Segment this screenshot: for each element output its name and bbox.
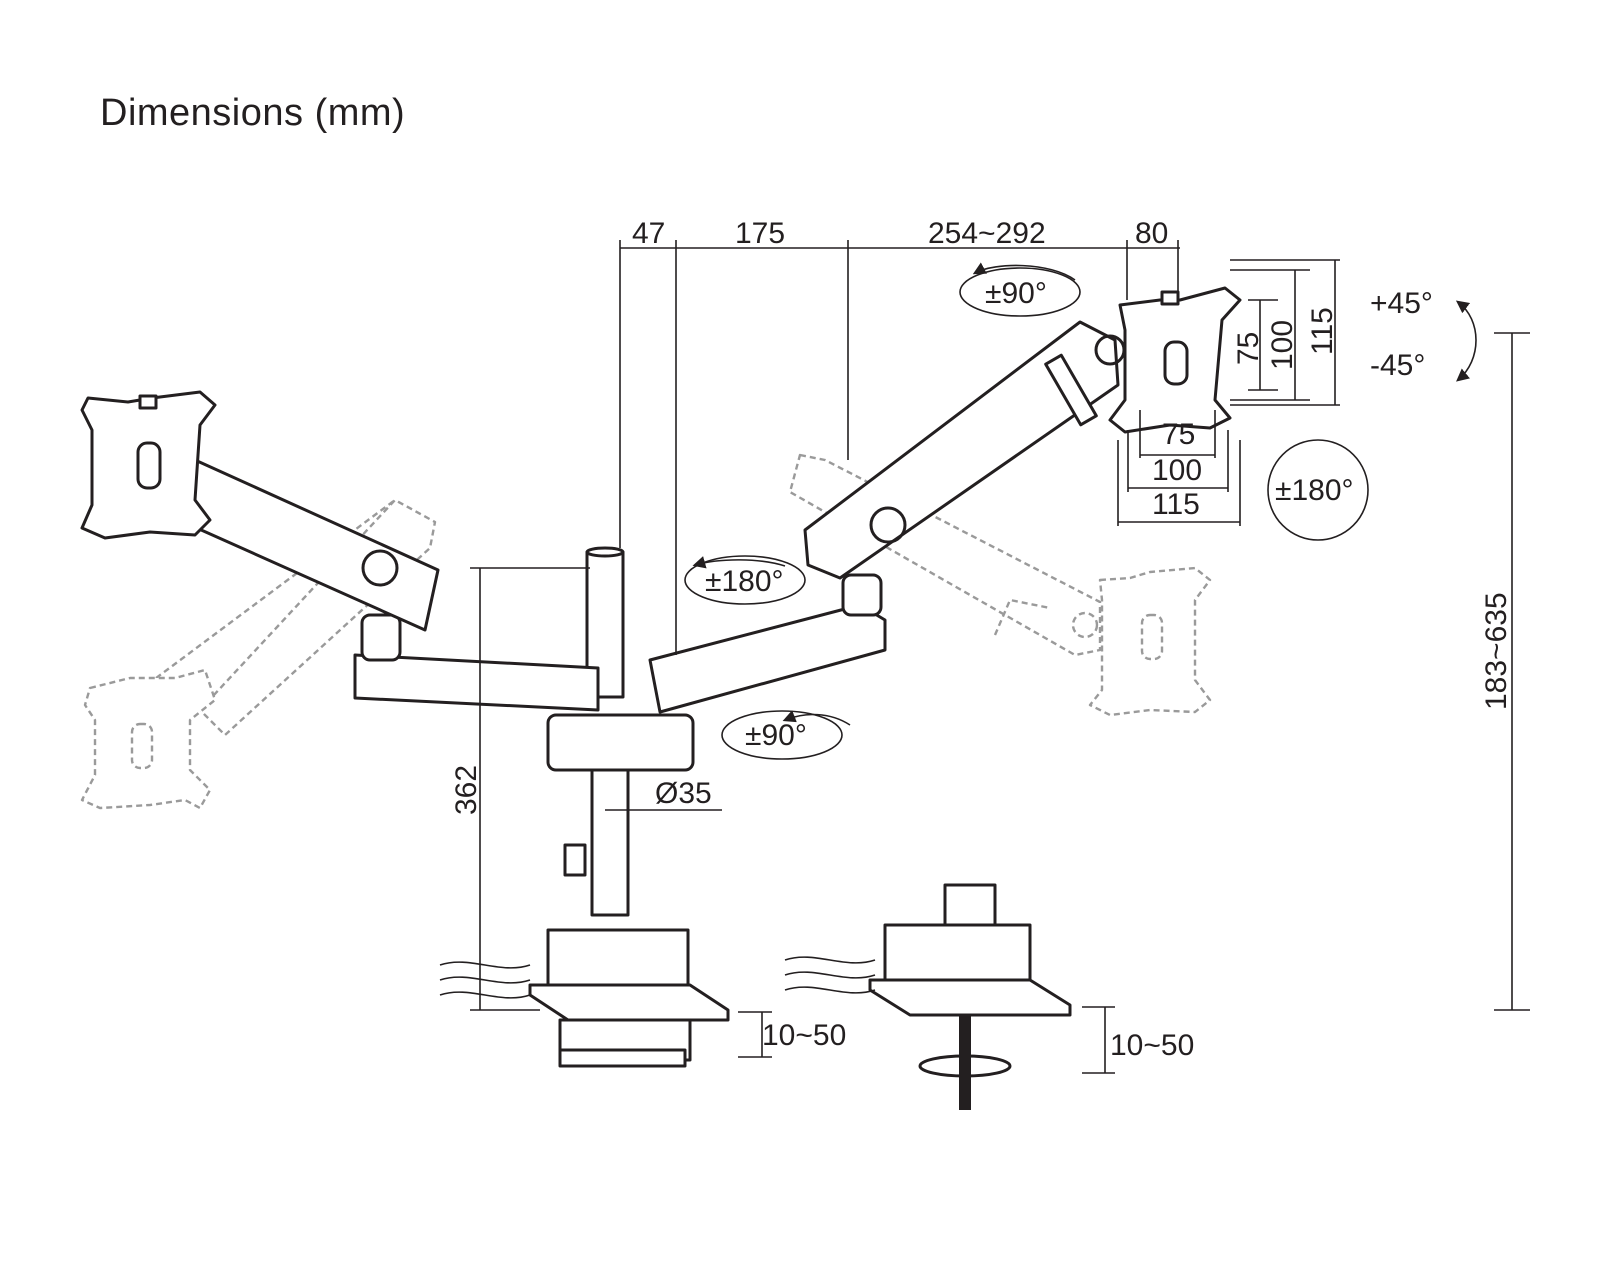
label-vesa-h115: 115 bbox=[1152, 488, 1200, 521]
label-total-height: 183~635 bbox=[1480, 592, 1513, 710]
label-47: 47 bbox=[632, 217, 665, 250]
label-rot-top: ±90° bbox=[985, 277, 1047, 310]
label-clamp-range: 10~50 bbox=[762, 1019, 846, 1052]
rotation-arrows bbox=[684, 262, 1477, 760]
desk-lines bbox=[439, 956, 876, 999]
label-tilt-up: +45° bbox=[1370, 287, 1433, 320]
label-grommet-range: 10~50 bbox=[1110, 1029, 1194, 1062]
height-dimension-lines bbox=[470, 332, 1530, 1074]
label-vesa-h75: 75 bbox=[1162, 418, 1195, 451]
vesa-dimension-lines bbox=[1117, 259, 1340, 526]
label-rot-base: ±90° bbox=[745, 719, 807, 752]
label-tilt-down: -45° bbox=[1370, 349, 1425, 382]
label-pole-dia: Ø35 bbox=[655, 777, 712, 810]
label-175: 175 bbox=[735, 217, 785, 250]
top-dimension-lines bbox=[619, 240, 1180, 655]
left-arm bbox=[80, 390, 695, 772]
label-vesa-v75: 75 bbox=[1232, 332, 1265, 365]
label-pole-height: 362 bbox=[450, 765, 483, 815]
right-arm bbox=[648, 286, 1242, 714]
label-vesa-v100: 100 bbox=[1266, 320, 1299, 370]
label-vesa-h100: 100 bbox=[1152, 454, 1202, 487]
label-vesa-v115: 115 bbox=[1306, 307, 1339, 355]
page-title: Dimensions (mm) bbox=[100, 92, 406, 134]
dimension-labels: 47 175 254~292 80 +45° -45° 75 100 115 7… bbox=[450, 217, 1513, 1062]
grommet-base bbox=[868, 883, 1072, 1110]
label-reach: 254~292 bbox=[928, 217, 1046, 250]
label-80: 80 bbox=[1135, 217, 1168, 250]
label-rot-plate: ±180° bbox=[1275, 474, 1354, 507]
label-rot-arm: ±180° bbox=[705, 565, 784, 598]
